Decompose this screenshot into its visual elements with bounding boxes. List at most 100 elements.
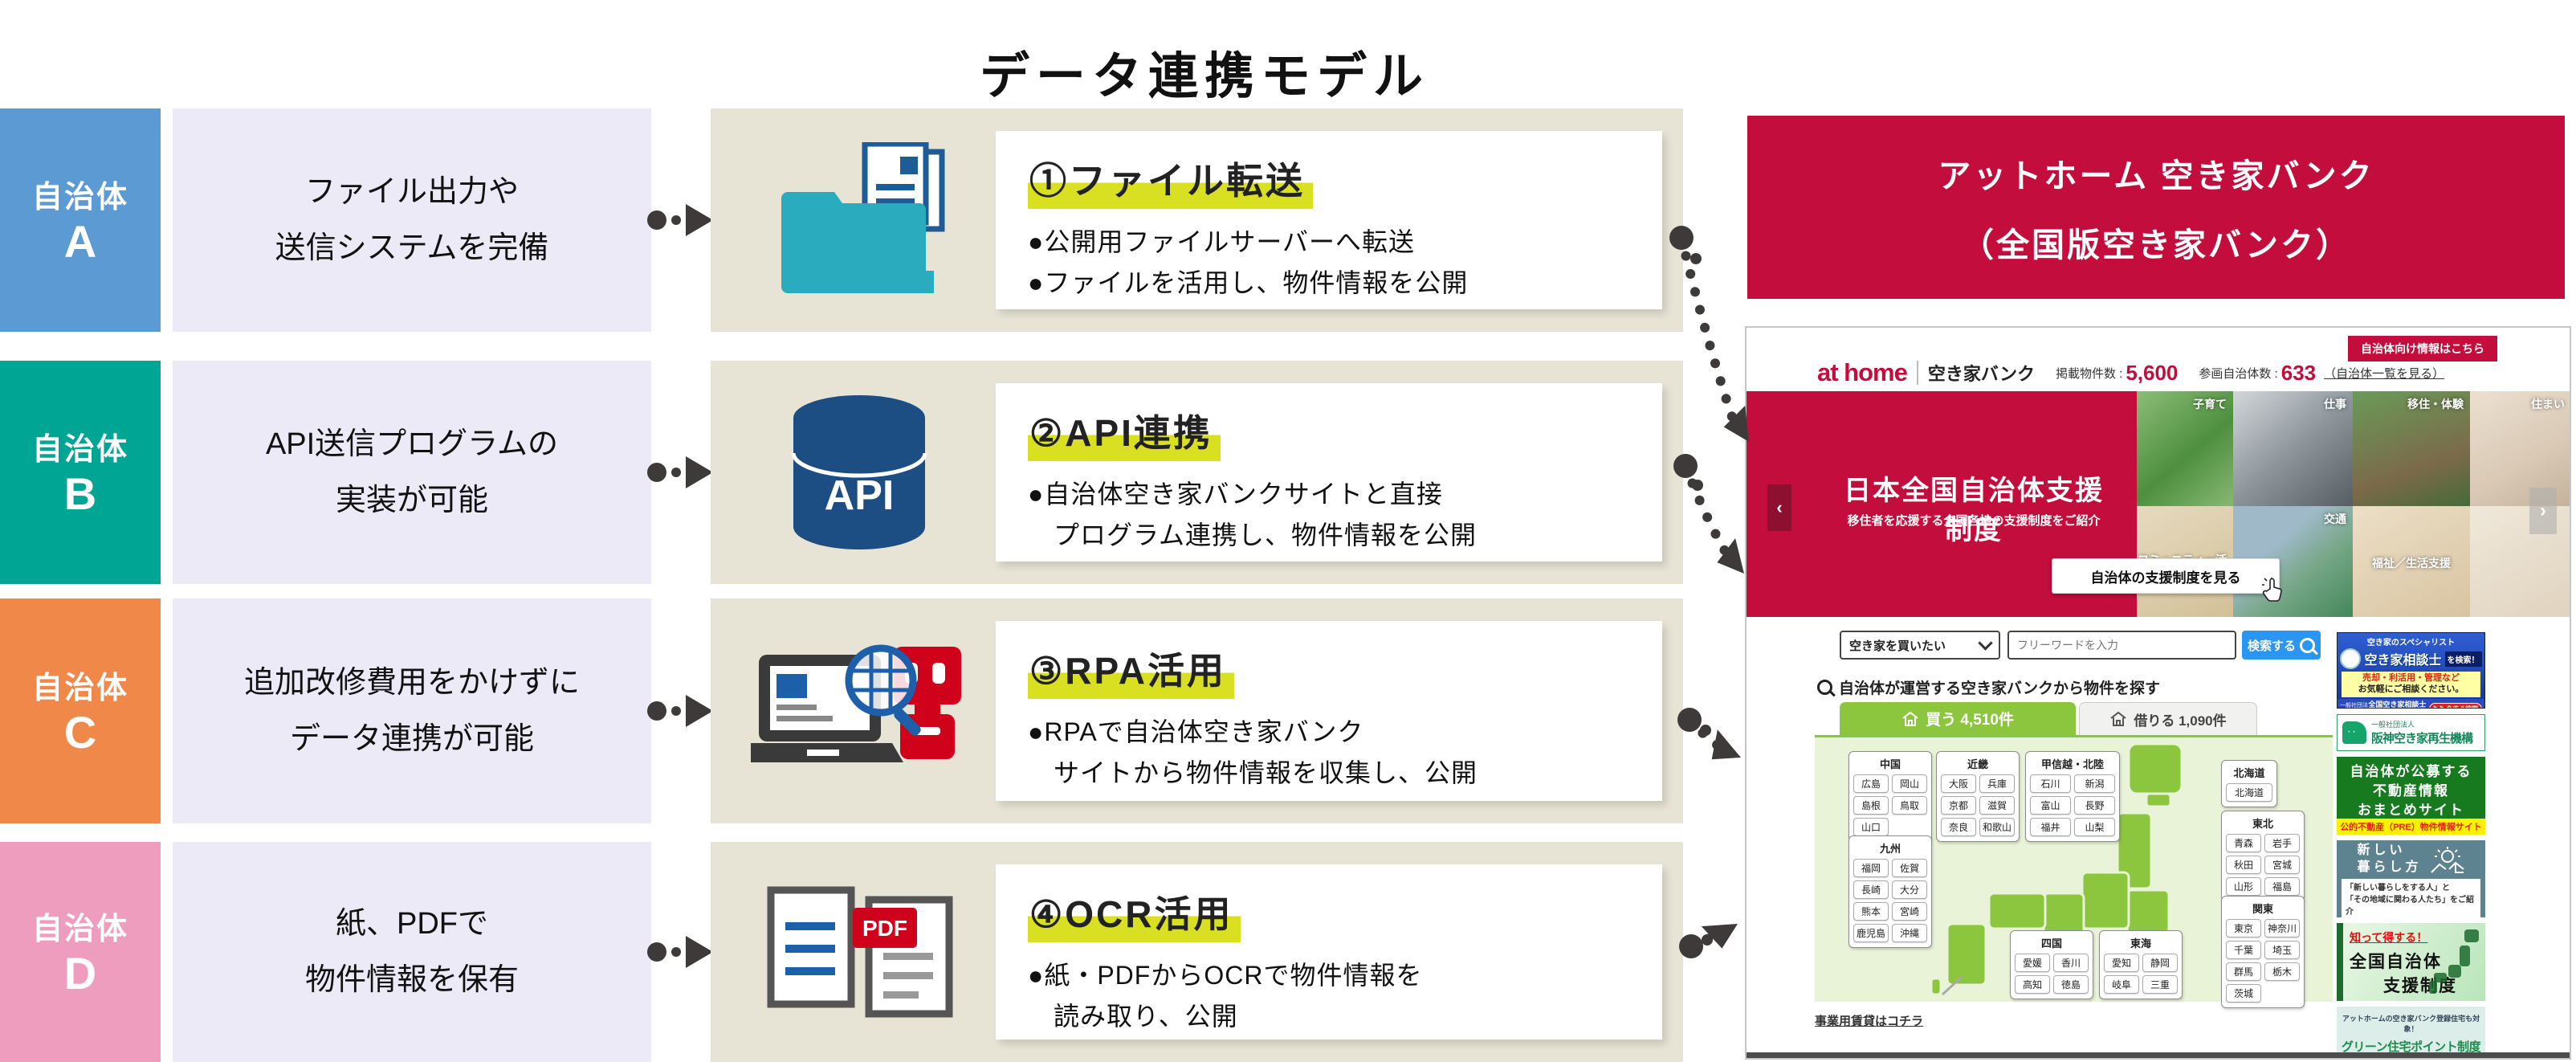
prefecture-button[interactable]: 福井 — [2030, 818, 2071, 836]
prefecture-button[interactable]: 福岡 — [1853, 859, 1889, 877]
tab-buy-label: 買う 4,510件 — [1926, 712, 2014, 729]
prefecture-button[interactable]: 石川 — [2030, 774, 2071, 793]
tab-rent[interactable]: 借りる 1,090件 — [2079, 702, 2257, 735]
destination-title-line2: （全国版空き家バンク） — [1960, 227, 2352, 263]
municipality-count-label: 参画自治体数 : — [2199, 366, 2278, 381]
folder-documents-icon — [723, 108, 996, 332]
prefecture-button[interactable]: 兵庫 — [1979, 774, 2015, 793]
prefecture-button[interactable]: 沖縄 — [1892, 924, 1927, 942]
prefecture-button[interactable]: 山口 — [1853, 818, 1889, 836]
hero-subtitle: 移住者を応援する全国各地の支援制度をご紹介 — [1847, 515, 2101, 528]
prefecture-button[interactable]: 福島 — [2264, 877, 2300, 896]
prefecture-button[interactable]: 山梨 — [2074, 818, 2115, 836]
method-heading: ②API連携 — [1028, 404, 1221, 461]
prefecture-button[interactable]: 奈良 — [1941, 818, 1976, 836]
prefecture-button[interactable]: 長野 — [2074, 796, 2115, 815]
row-municipality-c: 自治体 C 追加改修費用をかけずに データ連携が可能 — [0, 598, 1738, 823]
tab-buy[interactable]: 買う 4,510件 — [1840, 702, 2076, 735]
prefecture-button[interactable]: 三重 — [2142, 975, 2178, 994]
prefecture-button[interactable]: 大分 — [1892, 880, 1927, 899]
method-bullet-cont: プログラム連携し、物件情報を公開 — [1054, 521, 1478, 550]
banner-new-lifestyle[interactable]: 新しい 暮らし方 「新しい暮らしをする人」と 「その地域に関わる人たち」をご紹介 — [2337, 840, 2485, 917]
prefecture-button[interactable]: 青森 — [2226, 834, 2261, 852]
search-icon — [2300, 637, 2315, 653]
prefecture-button[interactable]: 香川 — [2053, 954, 2089, 972]
prefecture-button[interactable]: 静岡 — [2142, 954, 2178, 972]
photo-tile-migration[interactable]: 移住・体験 — [2353, 391, 2470, 506]
banner-hanshin-akiya[interactable]: 一般社団法人 阪神空き家再生機構 — [2337, 714, 2485, 751]
method-stage-a: ①ファイル転送 ●公開用ファイルサーバーへ転送 ●ファイルを活用し、物件情報を公… — [711, 108, 1683, 332]
destination-title-banner: アットホーム 空き家バンク （全国版空き家バンク） — [1747, 116, 2565, 299]
prefecture-button[interactable]: 佐賀 — [1892, 859, 1927, 877]
prefecture-button[interactable]: 山形 — [2226, 877, 2261, 896]
prefecture-button[interactable]: 茨城 — [2226, 984, 2261, 1003]
prefecture-button[interactable]: 徳島 — [2053, 975, 2089, 994]
banner-text: 一般社団法人 — [2340, 702, 2368, 709]
sidebar-banners: 空き家のスペシャリスト 空き家相談士 を検索！ 売却・利活用・管理など お気軽に… — [2337, 632, 2485, 1058]
method-stage-d: PDF ④OCR活用 ●紙・PDFからOCRで物件情報を 読み取り、公開 — [711, 842, 1683, 1062]
prefecture-button[interactable]: 大阪 — [1941, 774, 1976, 793]
banner-pre-property[interactable]: 自治体が公募する 不動産情報 おまとめサイト 公的不動産（PRE）物件情報サイト — [2337, 757, 2485, 835]
prefecture-button[interactable]: 栃木 — [2264, 962, 2300, 981]
prefecture-button[interactable]: 宮城 — [2264, 856, 2300, 874]
prefecture-button[interactable]: 鳥取 — [1892, 796, 1927, 815]
region-name: 北海道 — [2233, 767, 2265, 779]
prefecture-button[interactable]: 長崎 — [1853, 880, 1889, 899]
prefecture-button[interactable]: 岐阜 — [2104, 975, 2139, 994]
prefecture-button[interactable]: 宮崎 — [1892, 902, 1927, 921]
purpose-select[interactable]: 空き家を買いたい — [1840, 631, 2000, 660]
entity-letter: D — [63, 948, 97, 999]
athome-logo[interactable]: at home — [1817, 358, 1908, 386]
prefecture-button[interactable]: 高知 — [2015, 975, 2050, 994]
support-programs-button[interactable]: 自治体の支援制度を見る — [2052, 558, 2282, 602]
banner-national-support[interactable]: 知って得する！ 全国自治体 支援制度 — [2337, 923, 2485, 1001]
business-rental-link[interactable]: 事業用賃貸はコチラ — [1815, 1015, 1924, 1028]
photo-tile-welfare[interactable]: 福祉／生活支援 — [2353, 506, 2470, 617]
prefecture-button[interactable]: 愛知 — [2104, 954, 2139, 972]
prefecture-button[interactable]: 群馬 — [2226, 962, 2261, 981]
prefecture-button[interactable]: 富山 — [2030, 796, 2071, 815]
photo-tile-work[interactable]: 仕事 — [2233, 391, 2353, 506]
prefecture-button[interactable]: 愛媛 — [2015, 954, 2050, 972]
prefecture-button[interactable]: 京都 — [1941, 796, 1976, 815]
chevron-down-icon — [1978, 635, 1993, 651]
region-name: 関東 — [2252, 903, 2273, 915]
prefecture-button[interactable]: 鹿児島 — [1853, 924, 1889, 942]
prefecture-button[interactable]: 秋田 — [2226, 856, 2261, 874]
desc-line: 実装が可能 — [335, 484, 488, 517]
prefecture-button[interactable]: 島根 — [1853, 796, 1889, 815]
site-header: at home 空き家バンク 掲載物件数 : 5,600 参画自治体数 : 63… — [1817, 358, 2444, 387]
listing-count-label: 掲載物件数 : — [2055, 366, 2123, 381]
photo-tile-childcare[interactable]: 子育て — [2137, 391, 2233, 506]
prefecture-button[interactable]: 東京 — [2226, 919, 2261, 937]
prefecture-button[interactable]: 新潟 — [2074, 774, 2115, 793]
prefecture-button[interactable]: 熊本 — [1853, 902, 1889, 921]
carousel-next-button[interactable]: › — [2529, 488, 2557, 534]
prefecture-button[interactable]: 神奈川 — [2264, 919, 2300, 937]
prefecture-button[interactable]: 埼玉 — [2264, 941, 2300, 959]
banner-search-button[interactable]: ▶▶今すぐ検索 — [2429, 703, 2482, 708]
photo-tile-housing[interactable]: 住まい — [2470, 391, 2570, 506]
prefecture-button[interactable]: 岩手 — [2264, 834, 2300, 852]
prefecture-button[interactable]: 広島 — [1853, 774, 1889, 793]
region-name: 近畿 — [1967, 758, 1988, 770]
prefecture-button[interactable]: 岡山 — [1892, 774, 1927, 793]
japan-map — [1931, 742, 2183, 996]
banner-text: 暮らし方 — [2357, 860, 2422, 874]
search-button[interactable]: 検索する — [2242, 631, 2321, 660]
prefecture-button[interactable]: 千葉 — [2226, 941, 2261, 959]
region-card-hokkaido: 北海道 北海道 — [2221, 760, 2277, 807]
banner-green-housing-points[interactable]: アットホームの空き家バンク登録住宅も対象！ グリーン住宅ポイント制度 ＊一部対象… — [2337, 1007, 2485, 1058]
method-stage-b: API ②API連携 ●自治体空き家バンクサイトと直接 プログラム連携し、物件情… — [711, 361, 1683, 584]
prefecture-button[interactable]: 滋賀 — [1979, 796, 2015, 815]
rpa-robot-icon — [723, 598, 996, 823]
desc-line: データ連携が可能 — [289, 722, 534, 756]
banner-akiya-consultant[interactable]: 空き家のスペシャリスト 空き家相談士 を検索！ 売却・利活用・管理など お気軽に… — [2337, 632, 2485, 709]
keyword-input[interactable] — [2007, 631, 2236, 660]
prefecture-button[interactable]: 和歌山 — [1979, 818, 2015, 836]
finder-heading-text: 自治体が運営する空き家バンクから物件を探す — [1839, 680, 2160, 697]
municipality-info-button[interactable]: 自治体向け情報はこちら — [2348, 336, 2497, 361]
carousel-prev-button[interactable]: ‹ — [1767, 484, 1791, 531]
municipality-list-link[interactable]: （自治体一覧を見る） — [2324, 366, 2445, 381]
prefecture-button[interactable]: 北海道 — [2226, 783, 2272, 802]
